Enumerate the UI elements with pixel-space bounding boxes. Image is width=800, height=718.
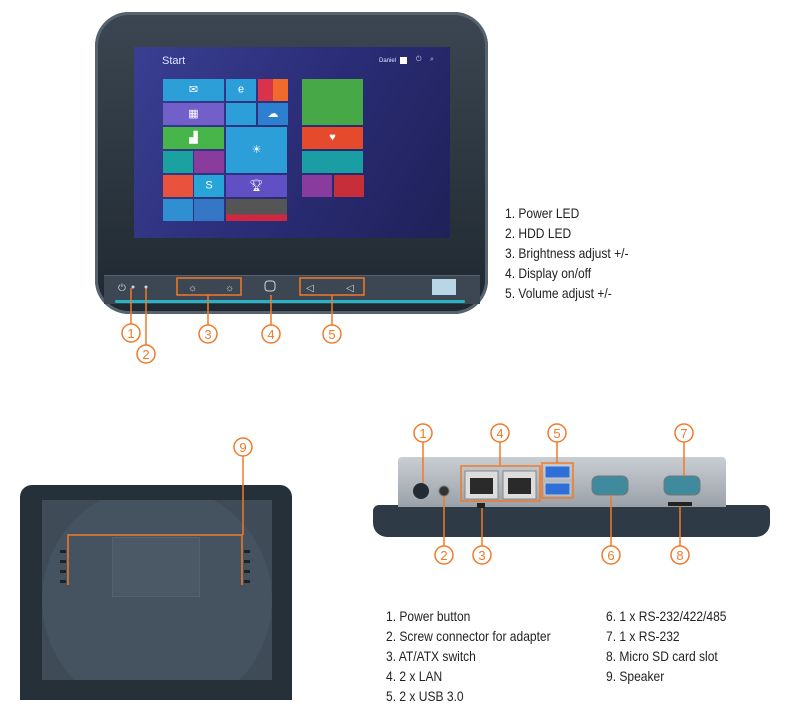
legend-item: 3. Brightness adjust +/- bbox=[505, 245, 629, 261]
screen: Start Daniel ⏻ ⌕ ✉ e ▦ ☁ ▟ ☀ S 🏆︎ ♥ bbox=[134, 47, 450, 238]
tile-ie: e bbox=[226, 79, 256, 101]
callout-5: 5 bbox=[553, 426, 560, 441]
callout-2: 2 bbox=[440, 548, 447, 563]
front-legend: 1. Power LED 2. HDD LED 3. Brightness ad… bbox=[505, 203, 628, 303]
volume-up-icon: ◁ bbox=[346, 283, 354, 294]
callout-4: 4 bbox=[496, 426, 503, 441]
legend-item: 2. HDD LED bbox=[505, 225, 572, 241]
usb-port-1 bbox=[544, 465, 571, 479]
serial-port-rs232 bbox=[663, 475, 701, 496]
legend-item: 8. Micro SD card slot bbox=[606, 648, 718, 664]
screw-connector bbox=[438, 485, 450, 497]
callout-5: 5 bbox=[328, 327, 335, 342]
power-icon: ⏻ bbox=[416, 56, 422, 63]
legend-item: 1. Power LED bbox=[505, 205, 580, 221]
tile-calendar: ▦ bbox=[163, 103, 224, 125]
tile-food bbox=[302, 151, 363, 173]
legend-item: 5. 2 x USB 3.0 bbox=[386, 688, 464, 704]
callout-1: 1 bbox=[127, 326, 134, 341]
side-view bbox=[373, 505, 770, 537]
callout-7: 7 bbox=[680, 426, 687, 441]
tile-reading bbox=[334, 175, 364, 197]
legend-item: 4. 2 x LAN bbox=[386, 668, 443, 684]
tile-onedrive: ☁ bbox=[258, 103, 288, 125]
tile-finance: ▟ bbox=[163, 127, 224, 149]
screen-title: Start bbox=[162, 55, 186, 67]
tile-small-group bbox=[258, 79, 288, 101]
search-icon: ⌕ bbox=[430, 56, 434, 63]
user-avatar bbox=[400, 57, 407, 64]
tile-onenote bbox=[194, 151, 224, 173]
callout-3: 3 bbox=[478, 548, 485, 563]
callout-3: 3 bbox=[204, 327, 211, 342]
brightness-up-icon: ☼ bbox=[225, 283, 234, 294]
tile-skype: S bbox=[194, 175, 224, 197]
tile-desktop2 bbox=[163, 199, 193, 221]
tile-small-group2 bbox=[194, 199, 224, 221]
side-legend-left: 1. Power button 2. Screw connector for a… bbox=[386, 606, 551, 706]
tile-maps bbox=[302, 175, 332, 197]
usb-port-2 bbox=[544, 482, 571, 496]
at-atx-switch bbox=[477, 503, 485, 508]
legend-item: 7. 1 x RS-232 bbox=[606, 628, 680, 644]
teal-accent-line bbox=[115, 300, 465, 303]
volume-down-icon: ◁ bbox=[306, 283, 314, 294]
power-button[interactable] bbox=[413, 483, 429, 499]
power-led-icon: ⏻ bbox=[118, 283, 126, 294]
tile-health: ♥ bbox=[302, 127, 363, 149]
micro-sd-slot bbox=[668, 502, 692, 506]
legend-item: 6. 1 x RS-232/422/485 bbox=[606, 608, 727, 624]
callout-9: 9 bbox=[239, 440, 246, 455]
front-bezel-strip bbox=[104, 275, 480, 304]
legend-item: 2. Screw connector for adapter bbox=[386, 628, 551, 644]
callout-1: 1 bbox=[419, 426, 426, 441]
brightness-down-icon: ☼ bbox=[188, 283, 197, 294]
callout-6: 6 bbox=[607, 548, 614, 563]
legend-item: 9. Speaker bbox=[606, 668, 665, 684]
legend-item: 1. Power button bbox=[386, 608, 471, 624]
tile-game bbox=[302, 79, 363, 125]
display-toggle-icon bbox=[264, 280, 276, 292]
tile-news bbox=[226, 199, 287, 221]
tile-photos bbox=[163, 151, 193, 173]
back-panel bbox=[42, 500, 272, 680]
callout-4: 4 bbox=[267, 327, 274, 342]
tile-people bbox=[163, 175, 193, 197]
tile-weather: ☀ bbox=[226, 127, 287, 173]
legend-item: 3. AT/ATX switch bbox=[386, 648, 476, 664]
callout-8: 8 bbox=[676, 548, 683, 563]
label-area bbox=[112, 537, 200, 597]
brand-logo bbox=[432, 279, 456, 295]
callout-2: 2 bbox=[142, 347, 149, 362]
tile-desktop bbox=[226, 103, 256, 125]
serial-port-rs485 bbox=[591, 475, 629, 496]
tile-mail: ✉ bbox=[163, 79, 224, 101]
tile-sports: 🏆︎ bbox=[226, 175, 287, 197]
legend-item: 4. Display on/off bbox=[505, 265, 592, 281]
user-name: Daniel bbox=[379, 58, 397, 64]
side-legend-right: 6. 1 x RS-232/422/485 7. 1 x RS-232 8. M… bbox=[606, 606, 726, 686]
legend-item: 5. Volume adjust +/- bbox=[505, 285, 612, 301]
